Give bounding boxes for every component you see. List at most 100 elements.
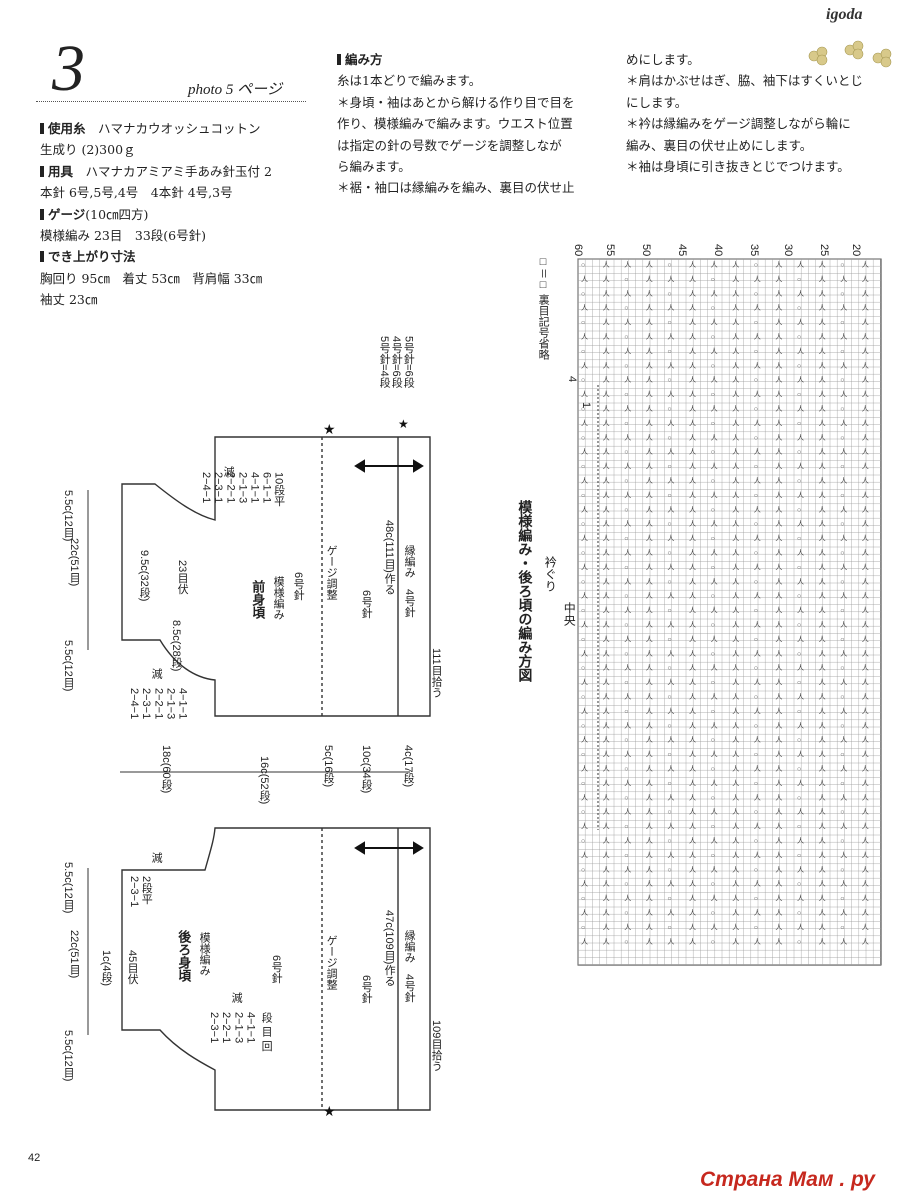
knit-symbol-icon: 人 — [819, 520, 826, 528]
knit-symbol-icon: ○ — [754, 780, 758, 787]
knit-symbol-icon: 人 — [819, 779, 826, 787]
knit-symbol-icon: 人 — [603, 751, 610, 759]
size-line-2: 袖丈 23㎝ — [40, 292, 98, 308]
knit-symbol-icon: 人 — [840, 592, 847, 600]
knit-symbol-icon: 人 — [603, 549, 610, 557]
knit-symbol-icon: 人 — [732, 851, 739, 859]
knit-symbol-icon: 人 — [732, 693, 739, 701]
knit-symbol-icon: 人 — [754, 362, 761, 370]
knit-symbol-icon: ○ — [711, 478, 715, 485]
knit-symbol-icon: 人 — [689, 823, 696, 831]
knit-symbol-icon: 人 — [840, 362, 847, 370]
knit-symbol-icon: 人 — [775, 650, 782, 658]
knit-symbol-icon: ○ — [840, 291, 844, 298]
knit-symbol-icon: 人 — [646, 347, 653, 355]
knit-symbol-icon: ○ — [624, 420, 628, 427]
dimension-label: 4c(17段) — [402, 745, 415, 788]
method-line: ら編みます。 — [337, 159, 411, 175]
knit-symbol-icon: 人 — [603, 607, 610, 615]
knit-symbol-icon: 人 — [646, 463, 653, 471]
knit-symbol-icon: 人 — [840, 333, 847, 341]
knit-symbol-icon: 人 — [819, 765, 826, 773]
knit-symbol-icon: 人 — [646, 506, 653, 514]
knit-symbol-icon: 人 — [732, 549, 739, 557]
knit-symbol-icon: 人 — [603, 779, 610, 787]
knit-symbol-icon: 人 — [646, 419, 653, 427]
knit-symbol-icon: 人 — [732, 664, 739, 672]
knit-symbol-icon: ○ — [581, 579, 585, 586]
knit-symbol-icon: ○ — [624, 478, 628, 485]
knit-symbol-icon: 人 — [667, 304, 674, 312]
knit-symbol-icon: ○ — [667, 838, 671, 845]
knit-symbol-icon: 人 — [732, 736, 739, 744]
knit-symbol-icon: 人 — [819, 419, 826, 427]
knit-symbol-icon: ○ — [581, 665, 585, 672]
knit-symbol-icon: 人 — [754, 448, 761, 456]
knit-symbol-icon: 人 — [862, 405, 869, 413]
knit-symbol-icon: 人 — [840, 823, 847, 831]
knit-symbol-icon: 人 — [624, 779, 631, 787]
tools-line-1: ハマナカアミアミ手あみ針玉付 2 — [85, 163, 272, 179]
method-line: 編み、裏目の伏せ止めにします。 — [626, 137, 813, 153]
knit-symbol-icon: ○ — [840, 838, 844, 845]
back-armhole-decrease-label: 減 — [230, 992, 243, 1003]
knit-symbol-icon: ○ — [840, 348, 844, 355]
knit-symbol-icon: 人 — [711, 837, 718, 845]
knit-symbol-icon: 人 — [840, 419, 847, 427]
back-neck-flat: 45目伏 — [126, 950, 139, 985]
knit-symbol-icon: 人 — [581, 823, 588, 831]
knit-symbol-icon: 人 — [646, 535, 653, 543]
knit-symbol-icon: 人 — [689, 895, 696, 903]
knit-symbol-icon: 人 — [819, 794, 826, 802]
knit-symbol-icon: 人 — [667, 563, 674, 571]
knit-symbol-icon: ○ — [797, 507, 801, 514]
knit-symbol-icon: ○ — [797, 536, 801, 543]
knit-symbol-icon: ○ — [624, 680, 628, 687]
knit-symbol-icon: 人 — [819, 707, 826, 715]
knit-symbol-icon: 人 — [711, 261, 718, 269]
knit-symbol-icon: 人 — [603, 319, 610, 327]
knit-symbol-icon: 人 — [646, 635, 653, 643]
gauge-unit: (10㎝四方) — [85, 206, 149, 222]
knit-symbol-icon: 人 — [624, 347, 631, 355]
knit-symbol-icon: 人 — [689, 391, 696, 399]
knit-symbol-icon: ○ — [624, 824, 628, 831]
knit-symbol-icon: ○ — [797, 334, 801, 341]
back-needle-label: 6号針 — [270, 955, 283, 984]
dimension-label: 16c(52段) — [258, 756, 271, 805]
knit-symbol-icon: 人 — [754, 563, 761, 571]
knit-symbol-icon: 人 — [862, 808, 869, 816]
knit-symbol-icon: ○ — [797, 766, 801, 773]
chart-column-number: 55 — [604, 244, 617, 257]
knit-symbol-icon: ○ — [840, 521, 844, 528]
knit-symbol-icon: 人 — [603, 635, 610, 643]
knit-symbol-icon: 人 — [581, 563, 588, 571]
knit-symbol-icon: 人 — [732, 722, 739, 730]
chart-column-number: 60 — [572, 244, 585, 257]
knit-symbol-icon: 人 — [603, 722, 610, 730]
chart-row-mark: 4 — [566, 376, 579, 383]
knit-symbol-icon: ○ — [581, 435, 585, 442]
knit-symbol-icon: 人 — [775, 679, 782, 687]
gauge-heading: ゲージ — [40, 207, 85, 222]
materials-section: 使用糸 ハマナカウオッシュコットン 生成り (2)300ｇ 用具 ハマナカアミア… — [40, 118, 330, 311]
knit-symbol-icon: 人 — [711, 376, 718, 384]
knit-symbol-icon: 人 — [711, 923, 718, 931]
knit-symbol-icon: ○ — [711, 737, 715, 744]
knit-symbol-icon: 人 — [667, 506, 674, 514]
knit-symbol-icon: ○ — [754, 435, 758, 442]
knit-symbol-icon: 人 — [711, 290, 718, 298]
knit-symbol-icon: 人 — [797, 837, 804, 845]
knit-symbol-icon: 人 — [711, 607, 718, 615]
knit-symbol-icon: 人 — [689, 347, 696, 355]
knit-symbol-icon: ○ — [754, 809, 758, 816]
knit-symbol-icon: 人 — [603, 463, 610, 471]
knit-symbol-icon: ○ — [797, 680, 801, 687]
knit-symbol-icon: ○ — [581, 723, 585, 730]
knit-symbol-icon: 人 — [689, 722, 696, 730]
knit-symbol-icon: 人 — [581, 650, 588, 658]
knit-symbol-icon: ○ — [797, 852, 801, 859]
knit-symbol-icon: 人 — [646, 434, 653, 442]
knit-symbol-icon: 人 — [689, 376, 696, 384]
knit-symbol-icon: 人 — [819, 607, 826, 615]
